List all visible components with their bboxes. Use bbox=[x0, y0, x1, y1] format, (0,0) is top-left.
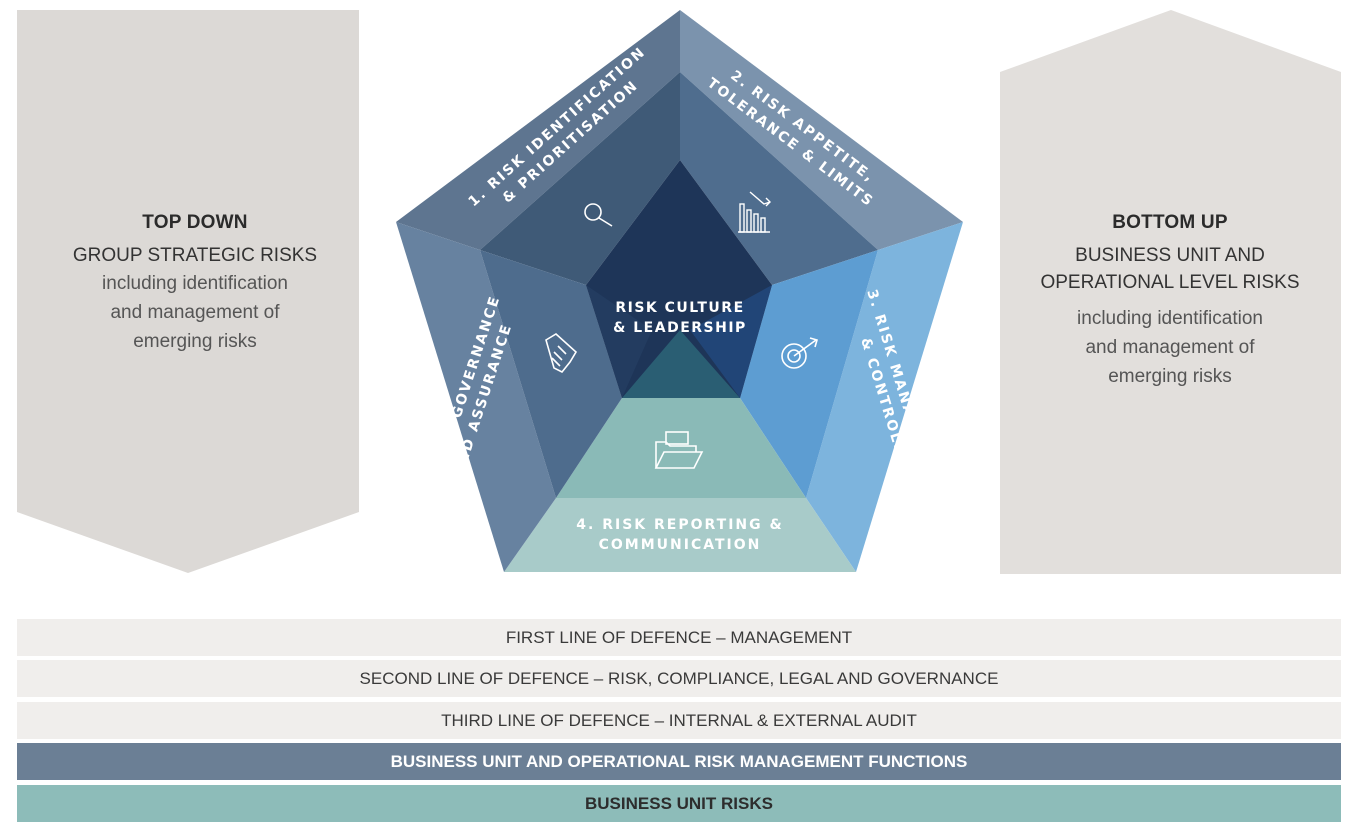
risk-framework-pentagon: RISK CULTURE & LEADERSHIP 1. RISK IDENTI… bbox=[396, 10, 963, 572]
business-unit-risk-functions-band: BUSINESS UNIT AND OPERATIONAL RISK MANAG… bbox=[17, 743, 1341, 780]
top-down-desc-line: emerging risks bbox=[133, 331, 257, 352]
business-unit-risks-band: BUSINESS UNIT RISKS bbox=[17, 785, 1341, 822]
target-icon bbox=[781, 337, 818, 369]
bottom-up-subtitle-line: BUSINESS UNIT AND bbox=[1075, 245, 1265, 266]
center-core-bottom bbox=[622, 330, 740, 398]
center-core-right bbox=[690, 285, 772, 398]
center-label-line: RISK CULTURE bbox=[615, 300, 744, 316]
top-down-title: TOP DOWN bbox=[142, 212, 248, 233]
bar-chart-icon bbox=[738, 191, 771, 233]
segment-5-mid bbox=[480, 250, 622, 498]
bottom-up-title: BOTTOM UP bbox=[1112, 212, 1228, 233]
bottom-up-desc-line: emerging risks bbox=[1108, 366, 1232, 387]
bottom-up-subtitle-line: OPERATIONAL LEVEL RISKS bbox=[1040, 272, 1300, 293]
third-line-of-defence-band: THIRD LINE OF DEFENCE – INTERNAL & EXTER… bbox=[17, 702, 1341, 739]
segment-4-label-line: 4. RISK REPORTING & bbox=[576, 517, 783, 533]
bottom-up-desc-line: including identification bbox=[1077, 308, 1263, 329]
handshake-icon bbox=[545, 333, 578, 374]
top-down-subtitle: GROUP STRATEGIC RISKS bbox=[72, 245, 318, 266]
top-down-arrow-panel bbox=[17, 10, 359, 573]
segment-1-mid bbox=[480, 72, 680, 285]
segment-4-mid bbox=[556, 398, 806, 498]
segment-2-outer bbox=[680, 10, 963, 250]
first-line-of-defence-band: FIRST LINE OF DEFENCE – MANAGEMENT bbox=[17, 619, 1341, 656]
segment-5-outer bbox=[396, 222, 556, 572]
segment-1-outer bbox=[396, 10, 680, 250]
bottom-up-arrow-panel bbox=[1000, 10, 1341, 574]
segment-2-mid bbox=[680, 72, 878, 285]
center-core-left bbox=[586, 285, 652, 398]
segment-3-mid bbox=[740, 250, 878, 498]
bottom-up-desc-line: and management of bbox=[1085, 337, 1255, 358]
top-down-desc-line: including identification bbox=[102, 273, 288, 294]
magnifier-icon bbox=[584, 203, 613, 227]
second-line-of-defence-band: SECOND LINE OF DEFENCE – RISK, COMPLIANC… bbox=[17, 660, 1341, 697]
segment-4-label-line: COMMUNICATION bbox=[599, 537, 762, 553]
top-down-desc-line: and management of bbox=[110, 302, 280, 323]
segment-4-outer bbox=[504, 498, 856, 572]
segment-3-outer bbox=[806, 222, 963, 572]
bottom-up-text: BOTTOM UP BUSINESS UNIT AND OPERATIONAL … bbox=[1002, 212, 1338, 391]
center-label-line: & LEADERSHIP bbox=[613, 320, 747, 336]
top-down-text: TOP DOWN GROUP STRATEGIC RISKS including… bbox=[30, 212, 360, 356]
folder-icon bbox=[654, 431, 704, 469]
